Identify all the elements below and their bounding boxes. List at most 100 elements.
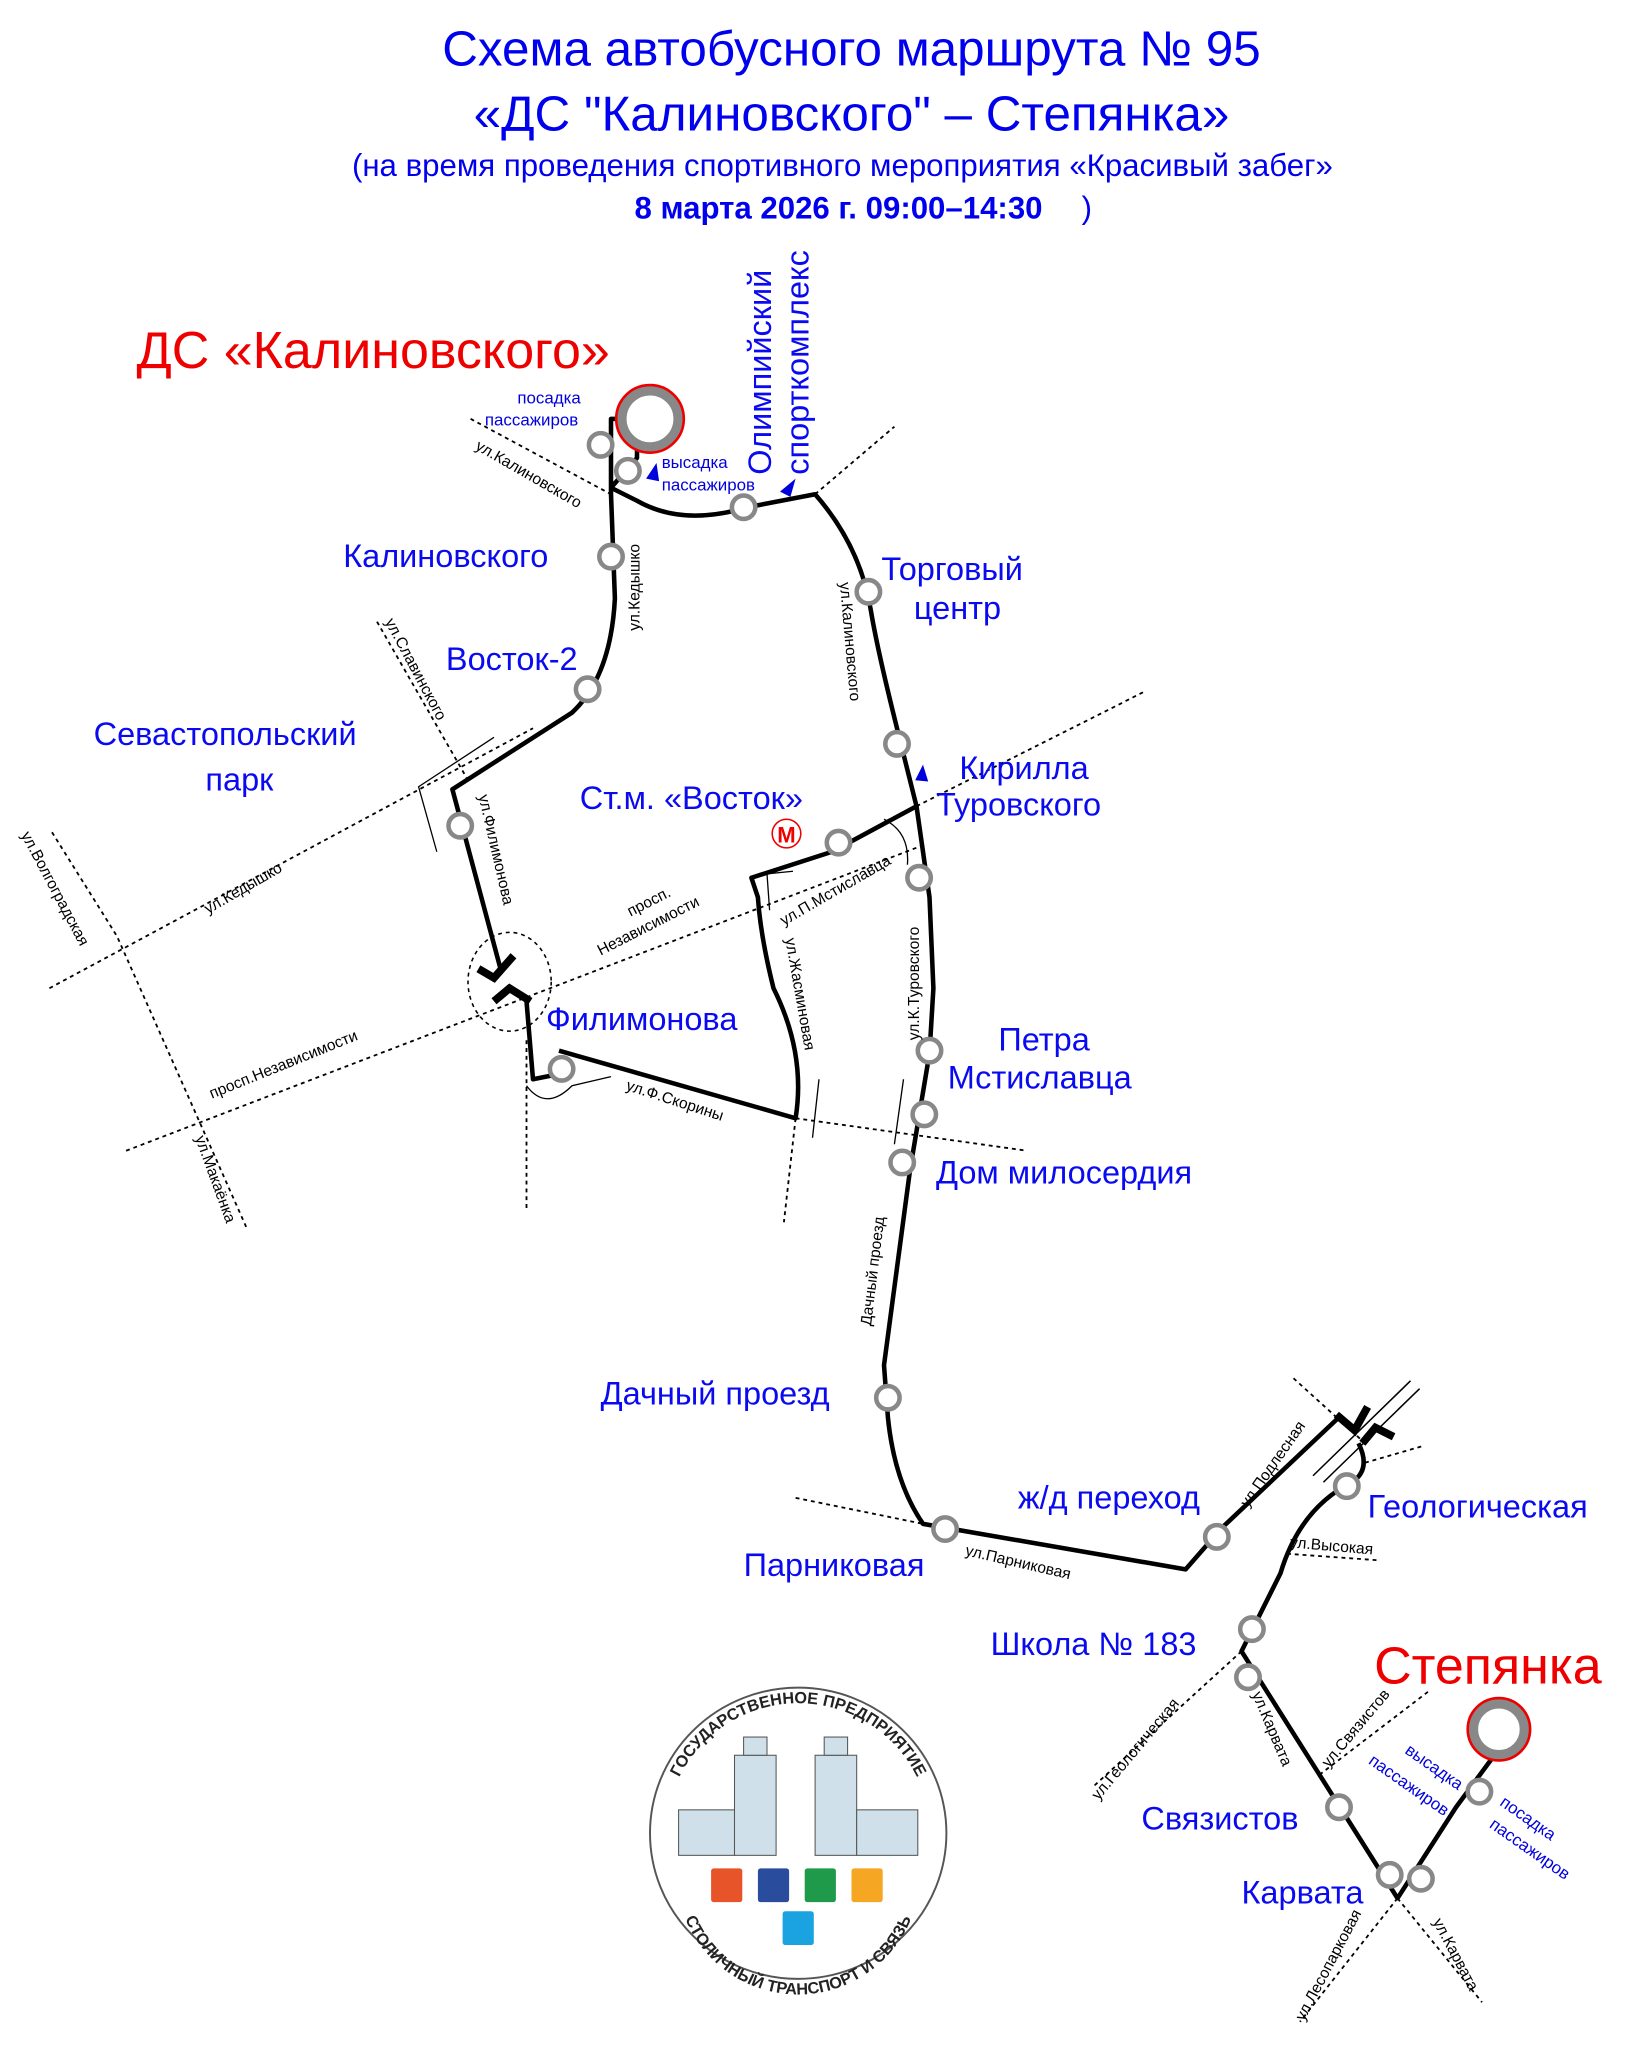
road-nezavisimosti bbox=[125, 844, 924, 1152]
header: Схема автобусного маршрута № 95 «ДС "Кал… bbox=[352, 21, 1333, 225]
road-ne bbox=[814, 425, 895, 495]
stop-marker-kalinovskogo[interactable] bbox=[597, 542, 625, 571]
stop-marker-parnikovaya[interactable] bbox=[931, 1515, 960, 1544]
stop-label-petra-1: Петра bbox=[998, 1022, 1090, 1058]
stop-label-olympic-1: Олимпийский bbox=[742, 270, 778, 475]
route-south bbox=[881, 805, 1495, 1901]
arrow-filimonova bbox=[525, 1076, 612, 1100]
stop-label-olympic-2: спорткомплекс bbox=[780, 250, 816, 475]
organization-logo: ГОСУДАРСТВЕННОЕ ПРЕДПРИЯТИЕ СТОЛИЧНЫЙ ТР… bbox=[649, 1686, 948, 1999]
street-label: ул.Волгоградская bbox=[17, 829, 92, 949]
terminal-end-marker[interactable] bbox=[1467, 1698, 1531, 1761]
stop-label-karvata: Карвата bbox=[1242, 1874, 1365, 1910]
road-zhasminovaya-s bbox=[782, 1118, 797, 1223]
road-volgogradskaya bbox=[51, 831, 248, 1230]
stop-marker-torgovy[interactable] bbox=[854, 577, 883, 606]
street-label: ул.Славинского bbox=[381, 616, 449, 724]
terminal-start-ring bbox=[614, 383, 686, 454]
stop-label-zhd: ж/д переход bbox=[1018, 1479, 1200, 1515]
street-label: ул.Геологическая bbox=[1089, 1695, 1183, 1803]
interchange-outline bbox=[467, 931, 552, 1032]
stop-marker-zhd[interactable] bbox=[1202, 1522, 1231, 1551]
street-label: ул.Высокая bbox=[1289, 1534, 1374, 1558]
stop-label-dom: Дом милосердия bbox=[936, 1154, 1192, 1190]
stop-label-sevastopol-1: Севастопольский bbox=[94, 716, 357, 752]
stop-marker[interactable] bbox=[586, 430, 615, 459]
stop-marker-petra[interactable] bbox=[915, 1036, 944, 1065]
stop-marker-kirilla-2[interactable] bbox=[905, 863, 934, 892]
stop-marker-olympic[interactable] bbox=[729, 493, 758, 522]
stop-marker-filimonova[interactable] bbox=[547, 1054, 576, 1083]
stop-marker-metro[interactable] bbox=[824, 828, 853, 857]
stop-label-svyazistov: Связистов bbox=[1141, 1800, 1298, 1836]
logo-ring bbox=[649, 1686, 948, 1980]
street-label: ул.К.Туровского bbox=[906, 926, 923, 1040]
stop-marker-sevastopol[interactable] bbox=[446, 811, 475, 840]
street-label: ул.Карвата bbox=[1429, 1916, 1481, 1994]
stop-marker-svyazistov[interactable] bbox=[1325, 1793, 1353, 1822]
subtitle-close: ) bbox=[1082, 191, 1092, 226]
stop-label-kirilla-1: Кирилла bbox=[959, 750, 1089, 786]
stop-marker-shkola[interactable] bbox=[1237, 1615, 1266, 1644]
road-karvata-s bbox=[1396, 1897, 1483, 2003]
stop-marker-karvata-2[interactable] bbox=[1406, 1864, 1435, 1893]
stop-label-geologicheskaya: Геологическая bbox=[1368, 1488, 1588, 1524]
stop-marker-stepyanka-boarding[interactable] bbox=[1465, 1777, 1494, 1806]
road-parnikovaya-w bbox=[795, 1496, 924, 1525]
arrow-dom bbox=[893, 1079, 905, 1145]
tram-tile-icon bbox=[711, 1868, 743, 1903]
route-north-loop bbox=[450, 416, 919, 1121]
street-label: просп.Независимости bbox=[207, 1027, 360, 1102]
stop-marker-dachny[interactable] bbox=[873, 1383, 902, 1412]
boarding-note-2: пассажиров bbox=[485, 410, 578, 429]
stops bbox=[446, 430, 1494, 1893]
street-label: ул.Жасминовая bbox=[781, 937, 818, 1052]
stop-label-vostok2: Восток-2 bbox=[446, 641, 578, 677]
arrow-zhasmin bbox=[766, 870, 794, 911]
bridge-icon bbox=[476, 953, 533, 1005]
road-lesoparkovaya bbox=[1299, 1897, 1399, 2023]
stop-label-metro: Ст.м. «Восток» bbox=[580, 780, 803, 816]
stop-marker-shkola-2[interactable] bbox=[1234, 1663, 1262, 1692]
alighting-note-1: высадка bbox=[662, 453, 729, 472]
metro-tile-icon bbox=[782, 1911, 814, 1946]
stop-label-torgovy-1: Торговый bbox=[881, 551, 1022, 587]
arrow-kirilla-blue bbox=[915, 764, 929, 782]
direction-arrows bbox=[417, 463, 929, 1145]
trolleybus-tile-icon bbox=[804, 1868, 836, 1903]
street-label: ул.Кедышко bbox=[202, 859, 286, 917]
railway-tracks bbox=[1312, 1380, 1421, 1483]
stop-marker-geologicheskaya[interactable] bbox=[1332, 1472, 1361, 1501]
arrow-sevastopol bbox=[417, 736, 495, 852]
stop-marker-vostok2[interactable] bbox=[573, 675, 602, 704]
rail-bridge-icon bbox=[1333, 1404, 1396, 1446]
stop-label-parnikovaya: Парниковая bbox=[744, 1547, 925, 1583]
stop-marker-petra-2[interactable] bbox=[910, 1100, 939, 1129]
subtitle-date: 8 марта 2026 г. 09:00–14:30 bbox=[634, 191, 1042, 226]
stop-marker-karvata[interactable] bbox=[1375, 1860, 1404, 1889]
metro-icon bbox=[771, 818, 802, 849]
street-label: ул.Лесопарковая bbox=[1292, 1907, 1365, 2024]
subtitle-line-1: (на время проведения спортивного меропри… bbox=[352, 148, 1333, 183]
road-geologicheskaya bbox=[1091, 1650, 1243, 1789]
arrow-kirilla bbox=[883, 818, 909, 865]
logo-buildings bbox=[678, 1736, 919, 1856]
stop-marker[interactable] bbox=[613, 456, 642, 485]
terminal-end-ring bbox=[1466, 1696, 1532, 1762]
alighting-note-2: пассажиров bbox=[662, 475, 755, 494]
arrow-skoriny bbox=[811, 1079, 820, 1138]
title-line-1: Схема автобусного маршрута № 95 bbox=[442, 21, 1261, 76]
stop-marker-kirilla[interactable] bbox=[883, 729, 911, 758]
metro-symbol: М bbox=[777, 823, 795, 848]
stop-label-sevastopol-2: парк bbox=[205, 762, 274, 798]
terminal-start-label: ДС «Калиновского» bbox=[137, 322, 610, 380]
title-line-2: «ДС "Калиновского" – Степянка» bbox=[474, 86, 1230, 141]
terminal-start-marker[interactable] bbox=[616, 385, 684, 453]
street-label: ул.Калиновского bbox=[473, 437, 585, 512]
stop-label-shkola: Школа № 183 bbox=[991, 1626, 1197, 1662]
stop-marker-dom[interactable] bbox=[888, 1148, 917, 1177]
street-label: Дачный проезд bbox=[858, 1216, 888, 1327]
bus-tile-icon bbox=[757, 1868, 790, 1903]
road-geologicheskaya-e bbox=[1364, 1444, 1424, 1464]
